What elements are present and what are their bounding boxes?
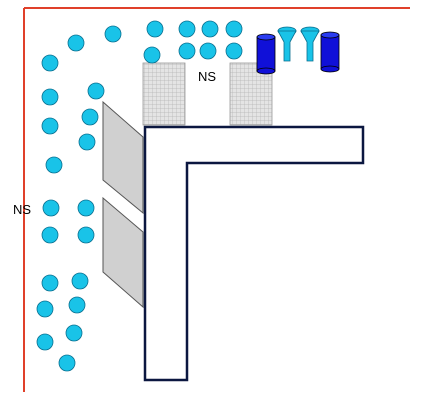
slanted-panel-lower (102, 196, 144, 309)
l-shaped-counter (143, 125, 365, 382)
person (41, 274, 59, 292)
funnel-1 (277, 26, 297, 62)
person (225, 42, 243, 60)
person (36, 333, 54, 351)
room-boundary (23, 7, 410, 392)
cylinder-2 (320, 31, 340, 73)
person (199, 42, 217, 60)
person (58, 354, 76, 372)
person (41, 226, 59, 244)
funnel-2 (300, 26, 320, 62)
person (87, 82, 105, 100)
person (68, 296, 86, 314)
person (78, 133, 96, 151)
person (41, 88, 59, 106)
person (41, 54, 59, 72)
person (104, 25, 122, 43)
person (65, 324, 83, 342)
person (77, 226, 95, 244)
slanted-panel-upper (102, 100, 144, 215)
person (225, 20, 243, 38)
ns-label-top: NS (198, 69, 217, 84)
person (81, 108, 99, 126)
person (42, 199, 60, 217)
person (36, 300, 54, 318)
person (146, 20, 164, 38)
person (41, 117, 59, 135)
cylinder-1 (256, 33, 276, 75)
person (77, 199, 95, 217)
grid-block-left (142, 62, 186, 126)
person (178, 20, 196, 38)
ns-label-left: NS (13, 202, 32, 217)
person (71, 272, 89, 290)
person (201, 20, 219, 38)
person (67, 34, 85, 52)
person (178, 42, 196, 60)
person (45, 156, 63, 174)
person (143, 46, 161, 64)
people-group (36, 20, 243, 372)
